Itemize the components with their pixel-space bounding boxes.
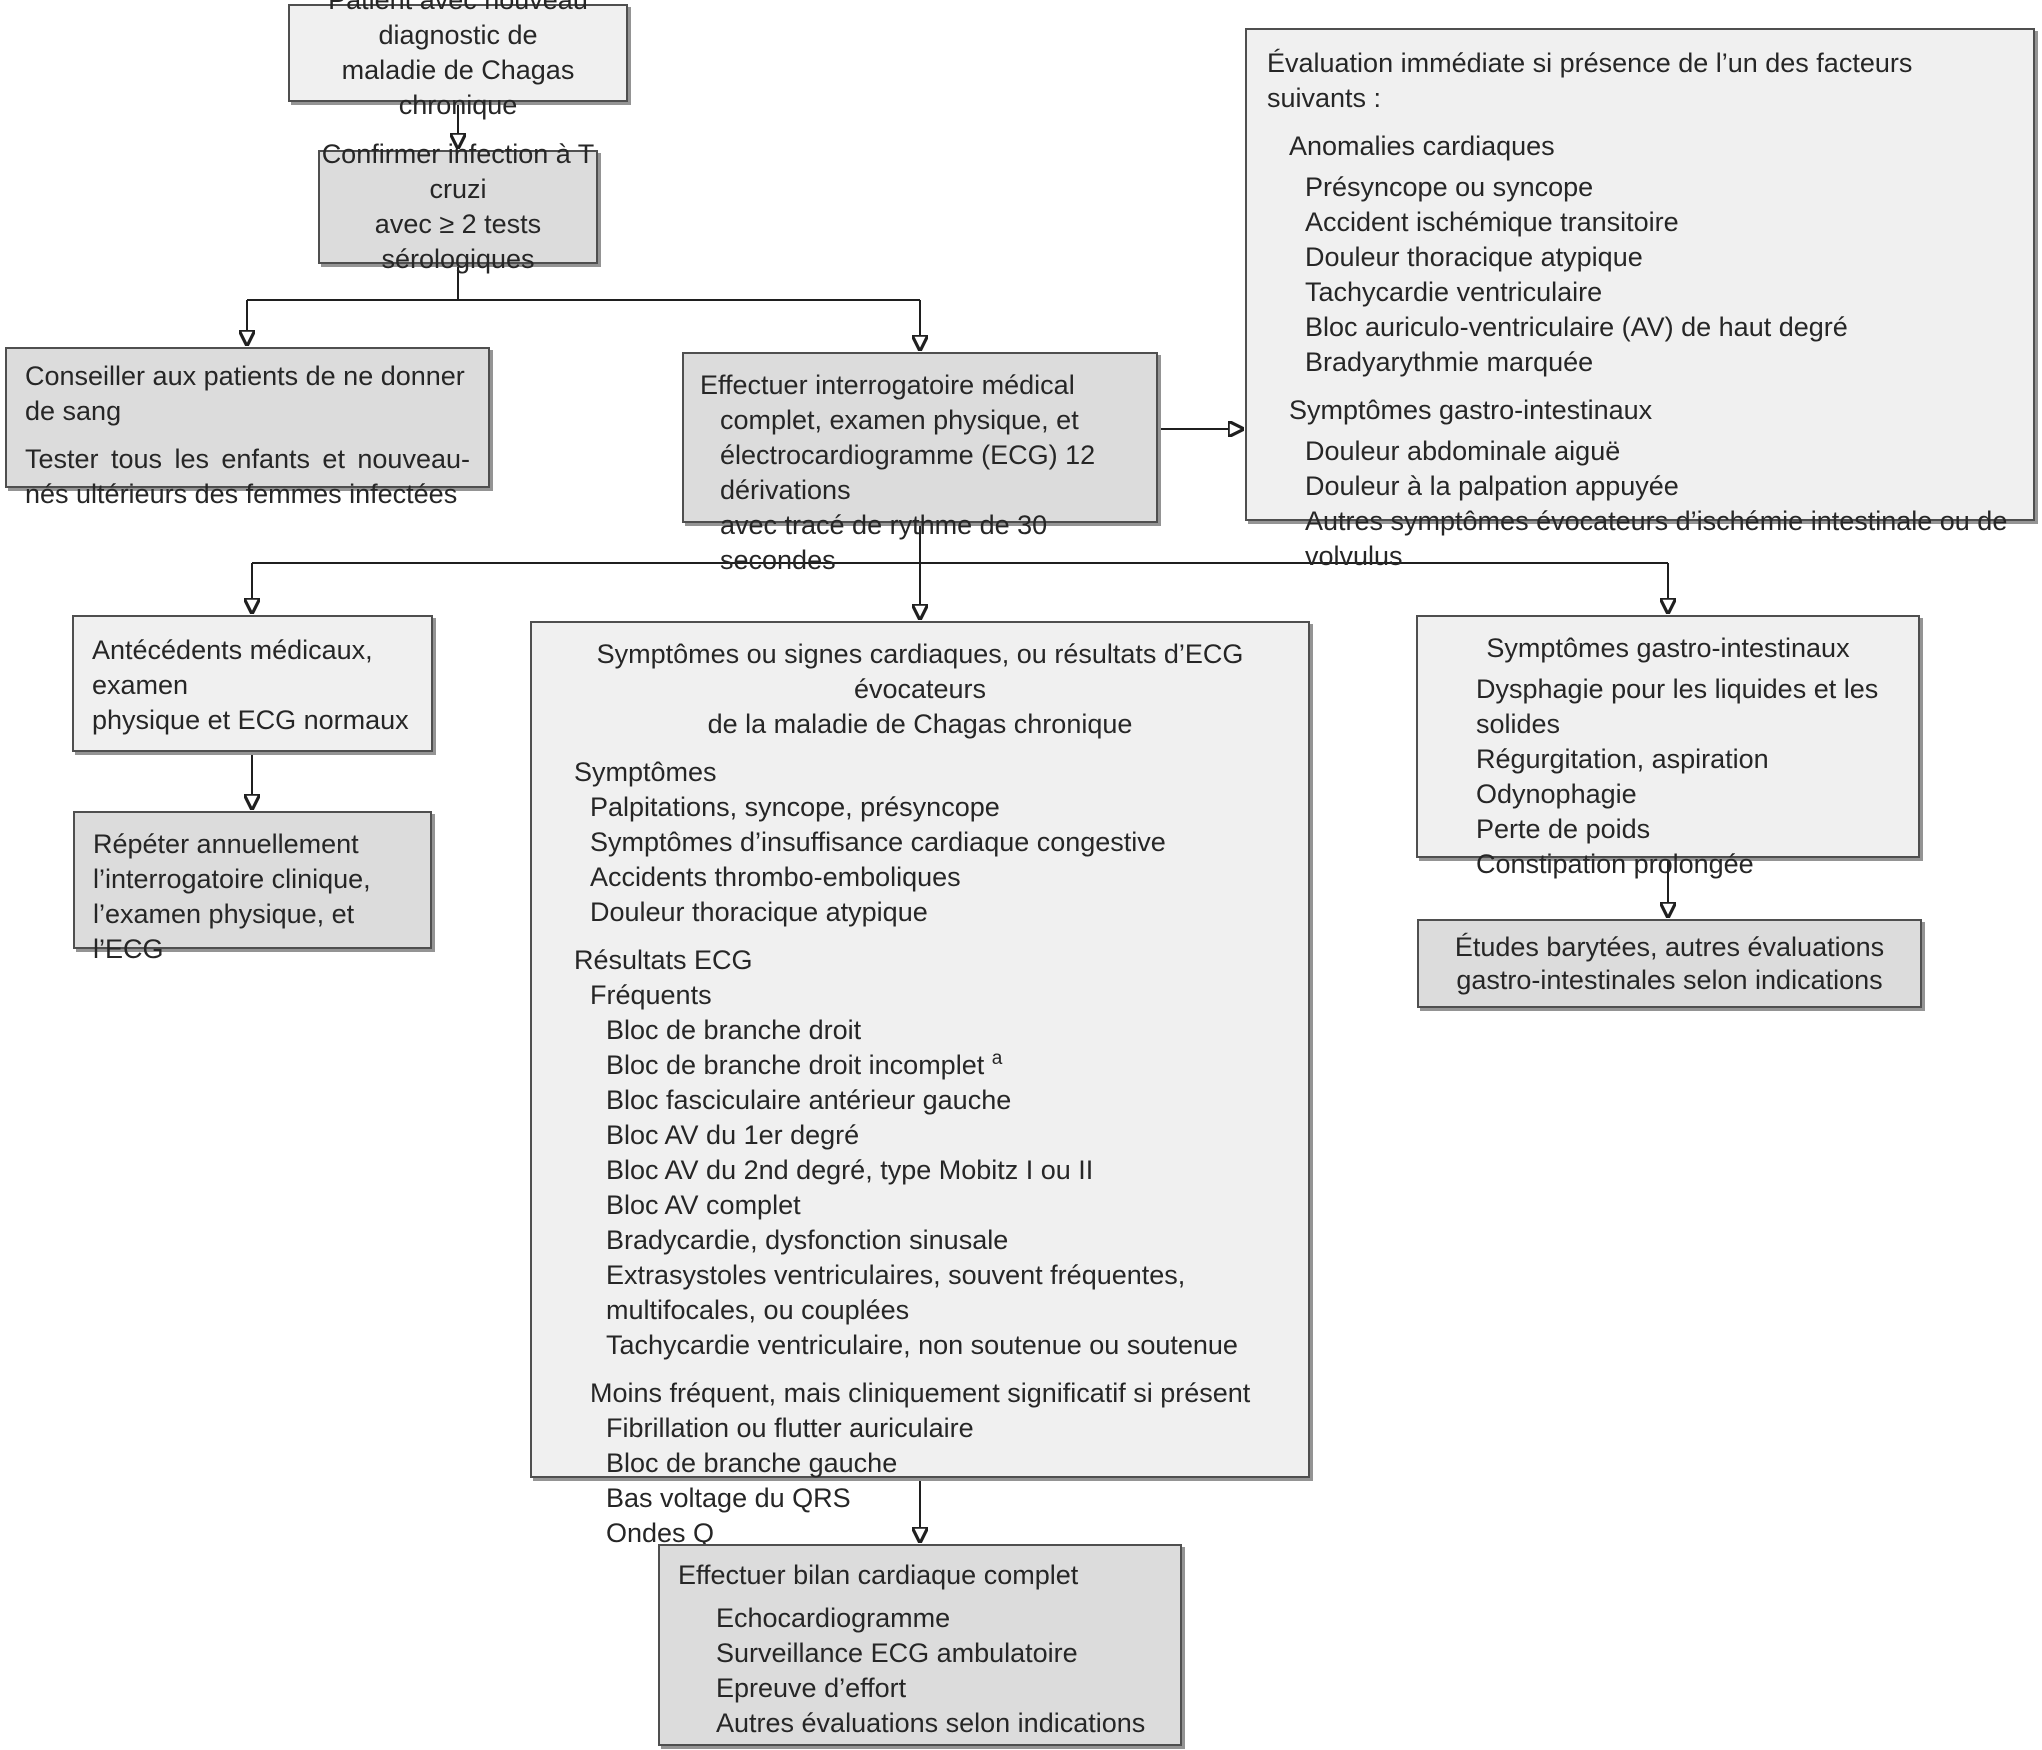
text-line: l’interrogatoire clinique, <box>93 864 371 894</box>
text-line: avec ≥ 2 tests sérologiques <box>374 209 542 274</box>
text-line: gastro-intestinales selon indications <box>1456 964 1883 995</box>
list-item: Surveillance ECG ambulatoire <box>716 1638 1078 1668</box>
list-item: Constipation prolongée <box>1476 849 1754 879</box>
box-title: Symptômes ou signes cardiaques, ou résul… <box>596 639 1244 704</box>
list-item: Bloc AV du 1er degré <box>606 1120 860 1150</box>
list-item: Perte de poids <box>1476 814 1651 844</box>
subsection-title: Moins fréquent, mais cliniquement signif… <box>590 1378 1251 1408</box>
list-item: Autres évaluations selon indications <box>716 1708 1146 1738</box>
text-line: Répéter annuellement <box>93 829 359 859</box>
list-item: Symptômes d’insuffisance cardiaque conge… <box>590 827 1166 857</box>
list-item: Accidents thrombo-emboliques <box>590 862 961 892</box>
list-item: Bradyarythmie marquée <box>1305 347 1594 377</box>
list-item: Extrasystoles ventriculaires, souvent fr… <box>606 1260 1186 1290</box>
list-item: Bloc AV complet <box>606 1190 801 1220</box>
list-item: Présyncope ou syncope <box>1305 172 1594 202</box>
list-item: multifocales, ou couplées <box>606 1295 910 1325</box>
list-item: Bloc de branche gauche <box>606 1448 898 1478</box>
exam-ecg-box: Effectuer interrogatoire médical complet… <box>682 352 1158 575</box>
list-item: Tachycardie ventriculaire <box>1305 277 1603 307</box>
list-item: Palpitations, syncope, présyncope <box>590 792 1000 822</box>
list-item: Dysphagie pour les liquides et les solid… <box>1476 674 1879 739</box>
text-line: l’examen physique, et l’ECG <box>93 899 355 964</box>
text-line: Effectuer interrogatoire médical <box>700 370 1075 400</box>
list-item: Douleur à la palpation appuyée <box>1305 471 1679 501</box>
section-title: Anomalies cardiaques <box>1289 131 1555 161</box>
list-item: Ondes Q <box>606 1518 715 1548</box>
box-title: Effectuer bilan cardiaque complet <box>678 1560 1079 1590</box>
text-line: Patient avec nouveau diagnostic de <box>328 0 588 50</box>
list-item: Epreuve d’effort <box>716 1673 907 1703</box>
list-item: Tachycardie ventriculaire, non soutenue … <box>606 1330 1238 1360</box>
section-title: Résultats ECG <box>574 945 753 975</box>
text-line: Antécédents médicaux, examen <box>92 635 373 700</box>
list-item: Douleur abdominale aiguë <box>1305 436 1621 466</box>
immediate-eval-box: Évaluation immédiate si présence de l’un… <box>1245 28 2035 571</box>
text-line: Études barytées, autres évaluations <box>1454 931 1885 962</box>
text-line: maladie de Chagas chronique <box>341 55 575 120</box>
list-item: Fibrillation ou flutter auriculaire <box>606 1413 974 1443</box>
counsel-box: Conseiller aux patients de ne donner de … <box>5 347 490 509</box>
box-title: de la maladie de Chagas chronique <box>707 709 1133 739</box>
list-item: Accident ischémique transitoire <box>1305 207 1679 237</box>
text-line: Tester tous les enfants et nouveau-nés u… <box>25 444 470 509</box>
list-item: Régurgitation, aspiration <box>1476 744 1769 774</box>
list-item: Autres symptômes évocateurs d’ischémie i… <box>1305 506 2008 571</box>
list-item: Douleur thoracique atypique <box>1305 242 1643 272</box>
list-item: Bloc de branche droit incomplet a <box>606 1048 1003 1080</box>
cardiac-findings-box: Symptômes ou signes cardiaques, ou résul… <box>530 621 1310 1548</box>
section-title: Symptômes gastro-intestinaux <box>1289 395 1653 425</box>
barium-studies-box: Études barytées, autres évaluations gast… <box>1417 919 1922 1008</box>
text-line: physique et ECG normaux <box>92 705 409 735</box>
list-item: Bloc AV du 2nd degré, type Mobitz I ou I… <box>606 1155 1094 1185</box>
list-item: Bloc de branche droit <box>606 1015 862 1045</box>
text-line: Conseiller aux patients de ne donner de … <box>25 361 465 426</box>
connector-top-split <box>247 264 920 301</box>
list-item: Bradycardie, dysfonction sinusale <box>606 1225 1009 1255</box>
list-item: Bloc auriculo-ventriculaire (AV) de haut… <box>1305 312 1848 342</box>
text-line: électrocardiogramme (ECG) 12 dérivations <box>720 440 1096 505</box>
annual-repeat-box: Répéter annuellement l’interrogatoire cl… <box>73 811 432 964</box>
gi-symptoms-box: Symptômes gastro-intestinaux Dysphagie p… <box>1416 615 1920 879</box>
box-title: Symptômes gastro-intestinaux <box>1486 633 1850 663</box>
footnote-marker: a <box>991 1048 1003 1069</box>
list-item: Odynophagie <box>1476 779 1637 809</box>
confirm-infection-box: Confirmer infection à T cruzi avec ≥ 2 t… <box>318 139 598 274</box>
section-header: Évaluation immédiate si présence de l’un… <box>1267 48 1913 113</box>
list-item: Echocardiogramme <box>716 1603 951 1633</box>
normal-findings-box: Antécédents médicaux, examen physique et… <box>72 615 433 752</box>
section-title: Symptômes <box>574 757 717 787</box>
text-line: complet, examen physique, et <box>720 405 1079 435</box>
list-item: Bas voltage du QRS <box>606 1483 851 1513</box>
list-item: Douleur thoracique atypique <box>590 897 928 927</box>
list-item: Bloc fasciculaire antérieur gauche <box>606 1085 1012 1115</box>
patient-box: Patient avec nouveau diagnostic de malad… <box>288 0 628 120</box>
text-line: Confirmer infection à T cruzi <box>321 139 595 204</box>
text-line: avec tracé de rythme de 30 secondes <box>720 510 1048 575</box>
subsection-title: Fréquents <box>590 980 712 1010</box>
cardiac-workup-box: Effectuer bilan cardiaque complet Echoca… <box>658 1544 1182 1746</box>
